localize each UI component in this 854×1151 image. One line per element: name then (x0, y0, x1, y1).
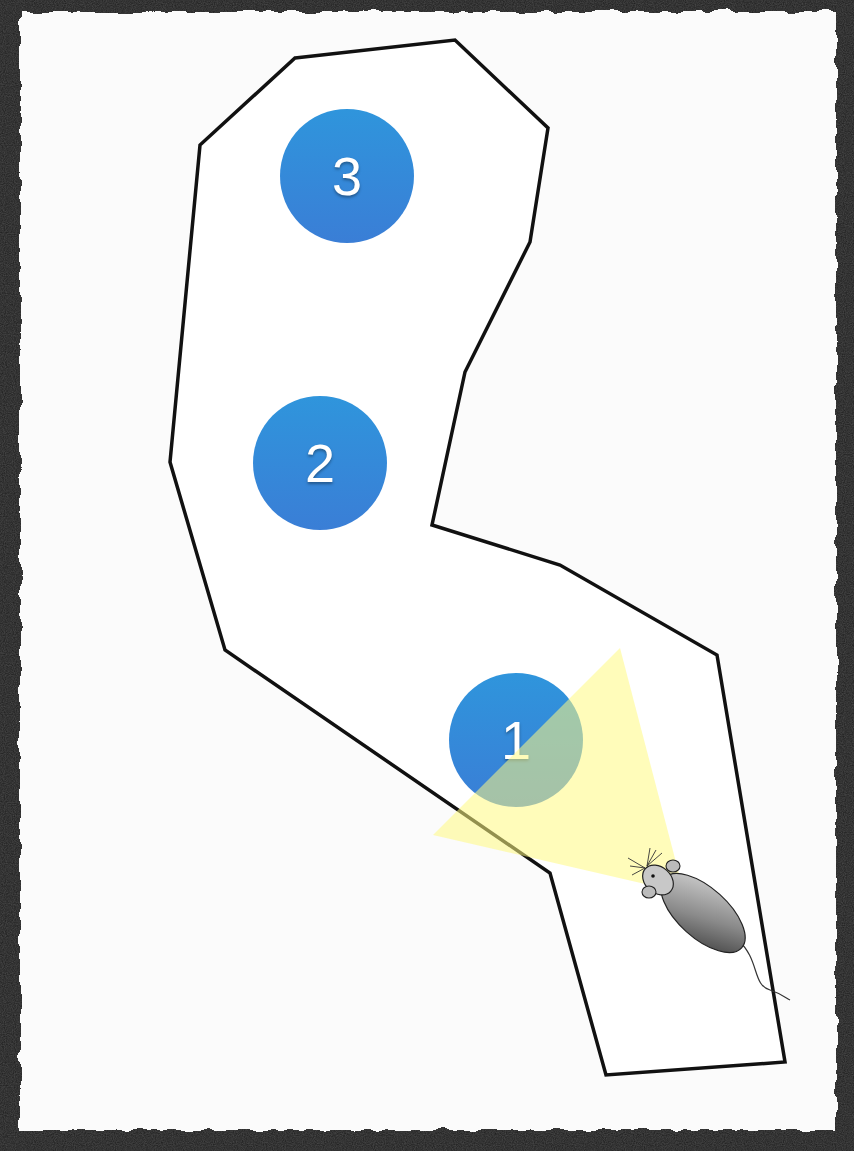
zone-circle: 2 (253, 396, 387, 530)
mouse-head (637, 859, 680, 901)
mouse-eye (651, 874, 655, 878)
mouse-whiskers (628, 848, 662, 875)
paper-sheet (20, 12, 836, 1130)
mouse-illustration (628, 848, 790, 1000)
mouse-ear (666, 860, 680, 872)
view-cone (433, 648, 684, 893)
circle-fill (253, 396, 387, 530)
mouse-tail (738, 940, 790, 1000)
circle-fill (280, 109, 414, 243)
zone-number: 2 (305, 432, 335, 494)
arena-outline (170, 40, 785, 1075)
mouse-ear (642, 886, 656, 898)
zone-number: 3 (332, 145, 362, 207)
zone-circle: 3 (280, 109, 414, 243)
